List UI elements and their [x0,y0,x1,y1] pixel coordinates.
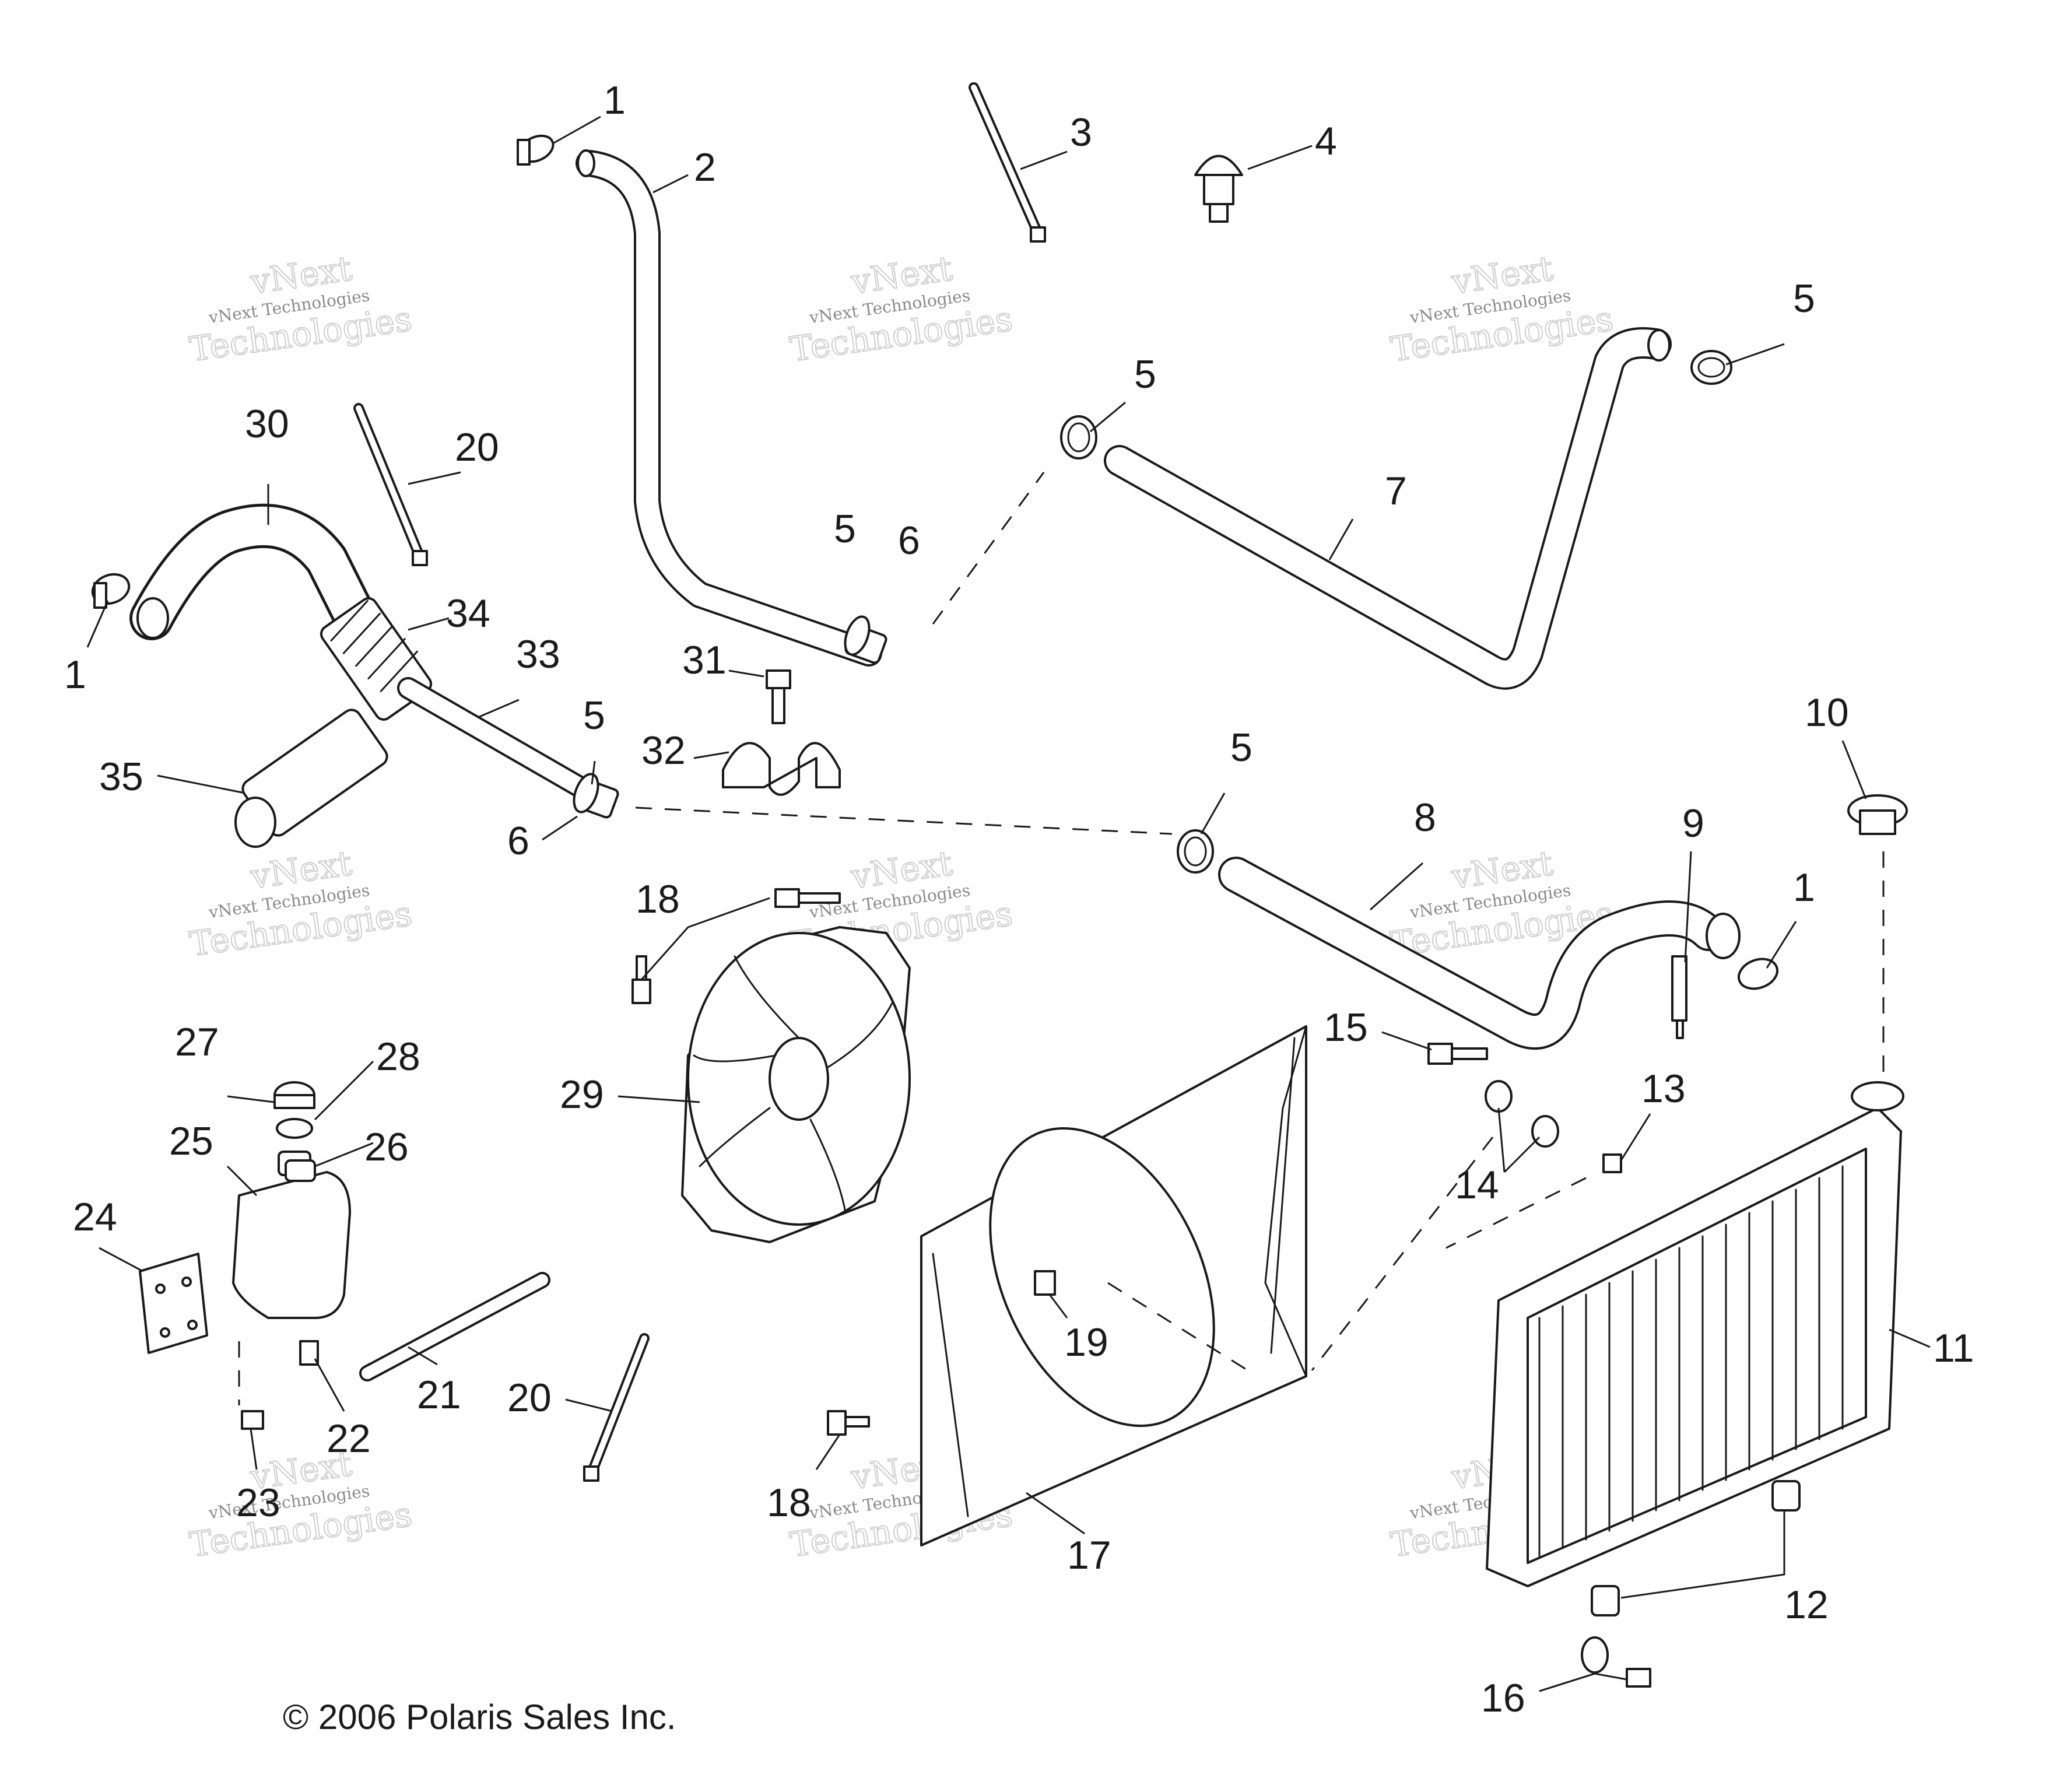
watermark: vNext vNext Technologies Technologies [187,1443,415,1565]
watermark: vNext vNext Technologies Technologies [187,248,415,370]
part-clamp-5-a [1060,415,1097,460]
part-clamp-5-b [1690,350,1732,385]
callout-6: 6 [507,819,529,863]
callouts: 1 2 3 4 5 5 5 6 7 30 20 34 1 33 31 5 32 … [64,78,1974,1720]
part-clamp-1-top [517,134,555,166]
part-tie-strap-3 [969,82,1046,243]
callout-26: 26 [364,1125,409,1169]
callout-5: 5 [834,507,856,551]
part-fan-29 [681,926,911,1243]
part-hose-30 [129,503,384,652]
part-radiator-cap-10 [1847,794,1908,835]
callout-31: 31 [682,638,727,682]
part-fitting-22 [299,1340,319,1366]
part-clip-19 [1034,1270,1056,1296]
callout-18: 18 [636,877,680,921]
callout-19: 19 [1064,1320,1108,1365]
part-bolt-18-top [774,888,841,908]
callout-33: 33 [516,632,560,676]
callout-23: 23 [236,1481,280,1525]
callout-1: 1 [604,78,626,122]
part-bracket-32 [722,742,841,796]
callout-5: 5 [1793,276,1815,321]
watermark: vNext vNext Technologies Technologies [787,248,1016,370]
part-sensor-16 [1581,1636,1651,1688]
callout-1: 1 [1793,865,1815,910]
callout-20: 20 [455,425,499,469]
callout-15: 15 [1324,1005,1368,1050]
callout-5: 5 [1134,352,1156,397]
callout-8: 8 [1414,795,1436,840]
callout-29: 29 [560,1072,604,1117]
part-bolt-18-lower [827,1410,870,1436]
part-bolt-15 [1427,1043,1488,1065]
part-tube-33 [397,677,612,810]
watermark: vNext vNext Technologies Technologies [187,843,415,965]
part-boot-35 [234,709,388,848]
callout-4: 4 [1315,119,1337,163]
part-tie-strap-20-upper [353,403,428,566]
part-radiator-11 [1486,1081,1904,1587]
callout-24: 24 [73,1195,117,1239]
callout-9: 9 [1682,801,1704,846]
callout-30: 30 [245,402,289,446]
callout-1: 1 [64,653,86,697]
part-seal-28 [276,1118,313,1139]
part-bolt-18-left [631,955,651,1004]
part-bolt-23 [241,1410,264,1430]
part-sensor-9 [1671,955,1687,1039]
part-nut-14 [1485,1080,1559,1148]
part-plate-24 [139,1253,208,1354]
part-tie-strap-20-lower [583,1333,650,1482]
part-clamp-1-left [91,573,131,609]
leader-lines [86,115,1931,1692]
callout-5: 5 [583,693,605,738]
callout-21: 21 [417,1373,461,1417]
part-screw-31 [766,669,791,724]
callout-10: 10 [1805,690,1849,735]
callout-6: 6 [898,518,920,563]
callout-27: 27 [175,1020,219,1064]
part-reservoir-25 [232,1159,351,1319]
callout-5: 5 [1230,725,1252,770]
part-clamp-1-right [1738,958,1778,990]
part-clamp-5-c [1177,829,1214,874]
assembly-lines [238,472,1885,1405]
callout-12: 12 [1784,1583,1829,1627]
callout-13: 13 [1641,1067,1686,1111]
callout-32: 32 [641,728,686,773]
callout-22: 22 [327,1416,371,1461]
callout-20: 20 [507,1376,552,1420]
copyright-notice: © 2006 Polaris Sales Inc. [283,1698,676,1737]
callout-16: 16 [1481,1676,1525,1720]
watermark: vNext vNext Technologies Technologies [1388,248,1616,370]
part-plug-12 [1591,1480,1801,1616]
part-tube-21 [359,1272,550,1381]
part-nut-13 [1602,1153,1622,1173]
part-hose-7 [1104,327,1672,690]
callout-35: 35 [99,755,143,799]
part-cap-27 [273,1081,315,1109]
callout-28: 28 [376,1034,420,1079]
callout-34: 34 [446,591,490,636]
callout-2: 2 [694,145,716,190]
part-push-clip-4 [1194,155,1243,223]
part-fitting-6-upper [844,615,887,664]
callout-25: 25 [169,1119,213,1163]
part-hose-8 [1218,857,1741,1050]
callout-3: 3 [1070,110,1092,155]
callout-11: 11 [1933,1326,1974,1370]
callout-18: 18 [767,1481,811,1525]
callout-17: 17 [1067,1533,1111,1577]
callout-14: 14 [1455,1163,1499,1207]
part-hose-2 [576,149,882,667]
callout-7: 7 [1385,469,1407,513]
